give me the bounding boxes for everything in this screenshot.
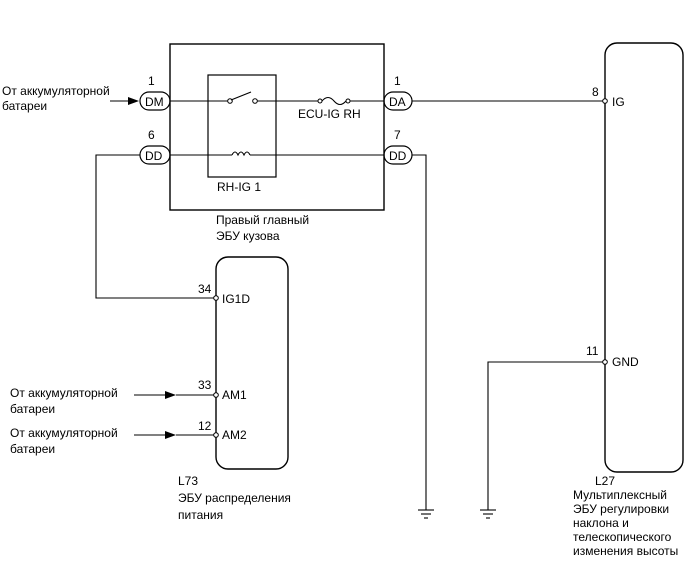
ig-terminal-point [602, 98, 608, 104]
am1-source-label-line1: От аккумуляторной [10, 386, 118, 400]
gnd-pin-number: 11 [586, 344, 599, 358]
gnd-ground-wire [487, 361, 603, 510]
relay-switch-blade-icon [230, 91, 252, 101]
power-ecu-caption-line2: питания [178, 508, 223, 522]
am1-terminal-label: AM1 [222, 388, 247, 402]
tilt-ecu-caption-line1: Мультиплексный [573, 488, 667, 502]
ig1d-pin-number: 34 [198, 282, 212, 296]
am1-terminal-point [213, 392, 219, 398]
tilt-ecu-caption-line3: наклона и [573, 516, 629, 530]
main-body-ecu-caption-line2: ЭБУ кузова [216, 229, 280, 243]
da-connector-label: DA [389, 95, 406, 109]
ig1d-terminal-label: IG1D [222, 292, 250, 306]
dm-input-arrow-icon [128, 97, 139, 105]
dm-source-label-line1: От аккумуляторной [2, 84, 110, 98]
fuse-terminal-right [345, 98, 351, 104]
dd-right-ground-wire [412, 154, 427, 510]
am2-input-arrow-icon [165, 431, 176, 439]
am1-pin-number: 33 [198, 378, 212, 392]
dm-source-label-line2: батареи [2, 99, 47, 113]
tilt-ecu-code: L27 [595, 474, 615, 488]
fuse-terminal-left [317, 98, 323, 104]
relay-box [207, 74, 277, 178]
main-body-ecu-caption-line1: Правый главный [216, 213, 309, 227]
dd-left-pin-number: 6 [148, 128, 155, 142]
relay-switch-contact-right [252, 98, 258, 104]
ig-terminal-label: IG [612, 95, 625, 109]
am1-source-label-line2: батареи [10, 402, 55, 416]
fuse-label: ECU-IG RH [298, 107, 361, 121]
tilt-ecu-caption-line5: изменения высоты [573, 544, 678, 558]
ig-pin-number: 8 [592, 85, 599, 99]
dd-right-connector-label: DD [389, 149, 407, 163]
power-ecu-code: L73 [178, 474, 198, 488]
da-pin-number: 1 [394, 74, 401, 88]
dd-right-pin-number: 7 [394, 128, 401, 142]
tilt-ecu-caption-line2: ЭБУ регулировки [573, 502, 669, 516]
power-ecu-box [215, 256, 289, 470]
relay-coil-icon [231, 151, 251, 157]
dm-pin-number: 1 [148, 74, 155, 88]
relay-label: RH-IG 1 [217, 180, 261, 194]
ground-icon [418, 509, 434, 519]
ground-icon [480, 509, 496, 519]
dd-left-connector-label: DD [145, 149, 163, 163]
gnd-terminal-label: GND [612, 355, 639, 369]
tilt-ecu-caption-line4: телескопического [573, 530, 672, 544]
main-body-ecu-box [169, 43, 385, 211]
am2-pin-number: 12 [198, 419, 212, 433]
am1-input-arrow-icon [165, 391, 176, 399]
am2-terminal-label: AM2 [222, 428, 247, 442]
dd-to-ig1d-wire [95, 154, 214, 299]
dm-connector-label: DM [145, 95, 164, 109]
gnd-terminal-point [602, 359, 608, 365]
ig1d-terminal-point [213, 295, 219, 301]
am2-source-label-line1: От аккумуляторной [10, 426, 118, 440]
am2-source-label-line2: батареи [10, 442, 55, 456]
am2-terminal-point [213, 432, 219, 438]
power-ecu-caption-line1: ЭБУ распределения [178, 491, 291, 505]
tilt-ecu-box [604, 42, 684, 473]
fuse-icon [321, 96, 347, 106]
